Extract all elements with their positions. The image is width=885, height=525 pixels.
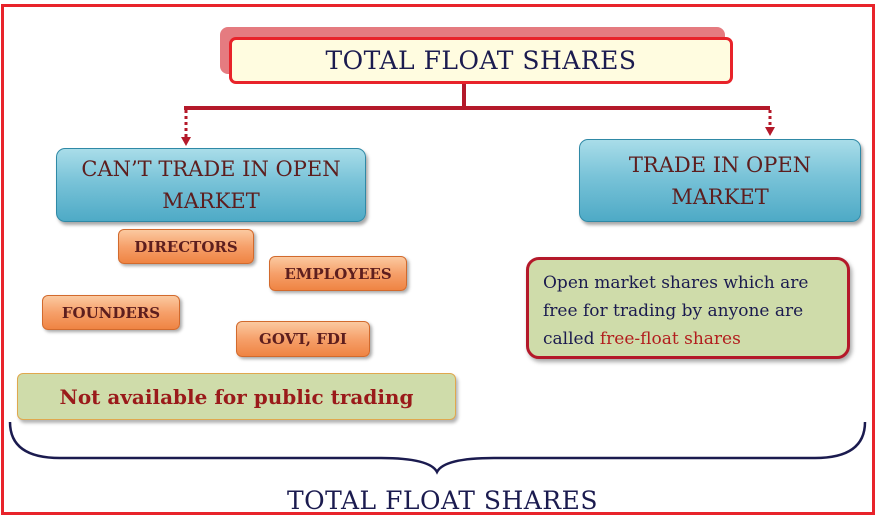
title-top-text: TOTAL FLOAT SHARES	[325, 46, 637, 75]
free-float-note-box: Open market shares which are free for tr…	[526, 257, 850, 359]
curly-brace-icon	[8, 421, 867, 475]
title-bottom: TOTAL FLOAT SHARES	[286, 486, 598, 515]
cant-trade-box: CAN’T TRADE IN OPEN MARKET	[56, 148, 366, 222]
govt-fdi-box: GOVT, FDI	[236, 321, 370, 357]
founders-box: FOUNDERS	[42, 295, 180, 330]
left-arrow-icon	[181, 137, 191, 146]
directors-box: DIRECTORS	[118, 229, 254, 264]
not-available-text: Not available for public trading	[59, 384, 414, 409]
cant-trade-label-line1: CAN’T TRADE IN OPEN	[81, 157, 341, 181]
employees-box: EMPLOYEES	[269, 256, 407, 291]
trade-open-label-line1: TRADE IN OPEN	[628, 152, 812, 177]
founders-label: FOUNDERS	[61, 303, 161, 322]
free-float-note-text: Open market shares which are free for tr…	[543, 273, 809, 349]
right-arrow-icon	[765, 127, 775, 136]
govt-fdi-label: GOVT, FDI	[259, 330, 347, 348]
trade-open-label-line2: MARKET	[671, 184, 769, 209]
directors-label: DIRECTORS	[134, 237, 238, 256]
title-box-top: TOTAL FLOAT SHARES	[229, 37, 733, 84]
free-float-highlight: free-float shares	[599, 329, 741, 349]
not-available-box: Not available for public trading	[17, 373, 456, 420]
cant-trade-label-line2: MARKET	[162, 189, 260, 213]
outer-frame	[1, 4, 875, 515]
employees-label: EMPLOYEES	[284, 264, 392, 283]
trade-open-box: TRADE IN OPEN MARKET	[579, 139, 861, 222]
